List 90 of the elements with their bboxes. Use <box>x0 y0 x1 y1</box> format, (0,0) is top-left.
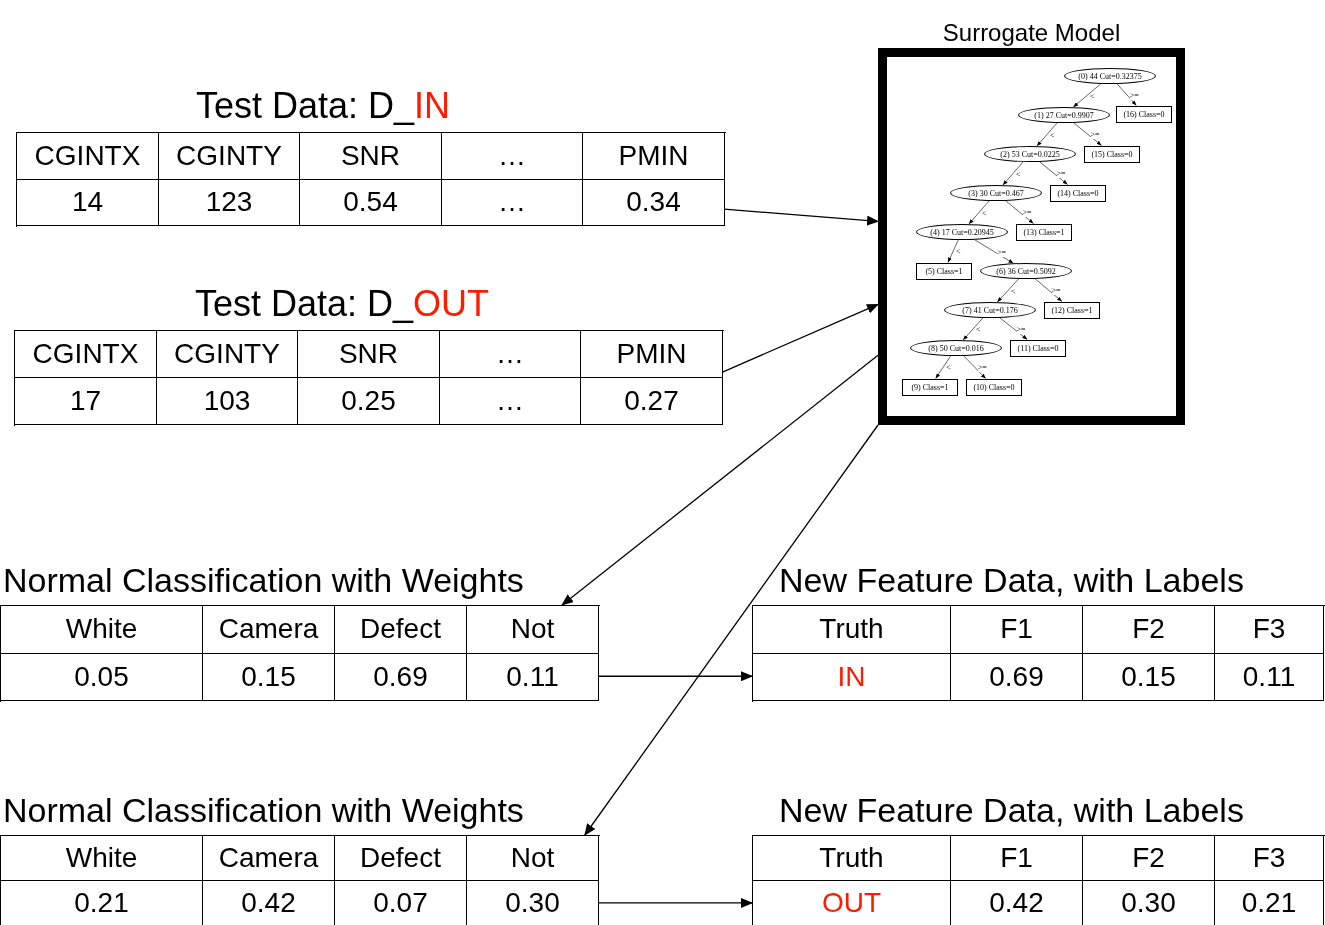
table-title: New Feature Data, with Labels <box>779 561 1244 600</box>
decision-node: (0) 44 Cut=0.32375 <box>1064 68 1156 84</box>
table-cell: PMIN <box>583 133 725 180</box>
table-cell: CGINTY <box>157 331 298 378</box>
edge-label: < <box>1011 287 1016 296</box>
table-cell: 0.69 <box>951 653 1083 701</box>
decision-node: (4) 17 Cut=0.20945 <box>916 224 1008 240</box>
table-cell: F3 <box>1215 606 1324 654</box>
decision-node: (6) 36 Cut=0.5092 <box>980 263 1072 279</box>
table-cell: Truth <box>753 836 951 881</box>
frame-title: Surrogate Model <box>941 19 1122 47</box>
edge-label: >= <box>1051 287 1061 296</box>
leaf-node: (9) Class=1 <box>902 378 958 396</box>
leaf-node: (15) Class=0 <box>1084 145 1140 163</box>
edge-label: < <box>976 326 981 334</box>
table-cell: Defect <box>335 606 467 654</box>
table-cell: Truth <box>753 606 951 654</box>
table-cell: SNR <box>298 331 440 378</box>
edge-label: >= <box>1090 131 1100 140</box>
leaf-node: (13) Class=1 <box>1016 223 1072 241</box>
table-cell: 17 <box>15 378 157 425</box>
table-title: Test Data: D_IN <box>196 85 451 127</box>
table-title: New Feature Data, with Labels <box>779 791 1244 830</box>
table-cell: CGINTX <box>15 331 157 378</box>
table-cell: … <box>440 378 581 425</box>
table-cell: 0.11 <box>467 653 599 701</box>
arrow <box>597 671 753 682</box>
table-cell: 0.15 <box>1083 653 1215 701</box>
table-title: Normal Classification with Weights <box>3 561 524 600</box>
table-cell: Defect <box>335 836 467 881</box>
decision-node: (7) 41 Cut=0.176 <box>944 302 1036 318</box>
table-cell: 0.54 <box>300 179 442 226</box>
edge-label: >= <box>1016 325 1026 334</box>
table-cell: 0.27 <box>581 378 723 425</box>
edge-label: < <box>1050 131 1055 140</box>
decision-node: (8) 50 Cut=0.016 <box>910 340 1002 356</box>
table-cell: 14 <box>17 179 159 226</box>
leaf-node: (16) Class=0 <box>1116 105 1172 123</box>
decision-node: (1) 27 Cut=0.9907 <box>1018 107 1110 123</box>
table-cell: CGINTX <box>17 133 159 180</box>
table-cell: 103 <box>157 378 298 425</box>
leaf-node: (14) Class=0 <box>1050 184 1106 202</box>
table-cell: … <box>442 179 583 226</box>
leaf-node: (12) Class=1 <box>1044 301 1100 319</box>
table-cell: IN <box>753 653 951 701</box>
arrow <box>597 897 753 908</box>
table-cell: F1 <box>951 606 1083 654</box>
table-cell: Not <box>467 836 599 881</box>
table-cell: 0.34 <box>583 179 725 226</box>
edge-label: < <box>1016 170 1021 179</box>
table-cell: 0.25 <box>298 378 440 425</box>
edge-label: < <box>956 248 961 257</box>
edge-label: >= <box>977 364 987 373</box>
arrow <box>561 354 879 606</box>
table-cell: F1 <box>951 836 1083 881</box>
arrow <box>723 208 879 226</box>
table-title: Normal Classification with Weights <box>3 791 524 830</box>
table-title: Test Data: D_OUT <box>195 283 490 325</box>
table-cell: White <box>1 836 203 881</box>
table-cell: White <box>1 606 203 654</box>
leaf-node: (10) Class=0 <box>966 378 1022 396</box>
table-cell: SNR <box>300 133 442 180</box>
table-cell: F3 <box>1215 836 1324 881</box>
table-cell: 0.69 <box>335 653 467 701</box>
table-cell: … <box>442 133 583 180</box>
edge-label: >= <box>997 248 1007 257</box>
table-cell: F2 <box>1083 836 1215 881</box>
decision-node: (3) 30 Cut=0.467 <box>950 185 1042 201</box>
edge-label: >= <box>1129 91 1139 100</box>
table-cell: 123 <box>159 179 300 226</box>
table-cell: Camera <box>203 606 335 654</box>
edge-label: >= <box>1056 170 1066 179</box>
table-cell: … <box>440 331 581 378</box>
edge-label: < <box>1090 92 1095 101</box>
table-cell: F2 <box>1083 606 1215 654</box>
table-cell: 0.15 <box>203 653 335 701</box>
edge-label: < <box>982 209 987 218</box>
table-cell: 0.05 <box>1 653 203 701</box>
table-cell: 0.11 <box>1215 653 1324 701</box>
arrow <box>584 424 879 836</box>
arrow <box>721 303 879 373</box>
leaf-node: (5) Class=1 <box>916 262 972 280</box>
edge-label: >= <box>1022 209 1032 218</box>
table-cell: Camera <box>203 836 335 881</box>
leaf-node: (11) Class=0 <box>1010 339 1066 357</box>
table-cell: PMIN <box>581 331 723 378</box>
decision-node: (2) 53 Cut=0.0225 <box>984 146 1076 162</box>
table-cell: CGINTY <box>159 133 300 180</box>
table-cell: Not <box>467 606 599 654</box>
edge-label: < <box>946 364 951 373</box>
